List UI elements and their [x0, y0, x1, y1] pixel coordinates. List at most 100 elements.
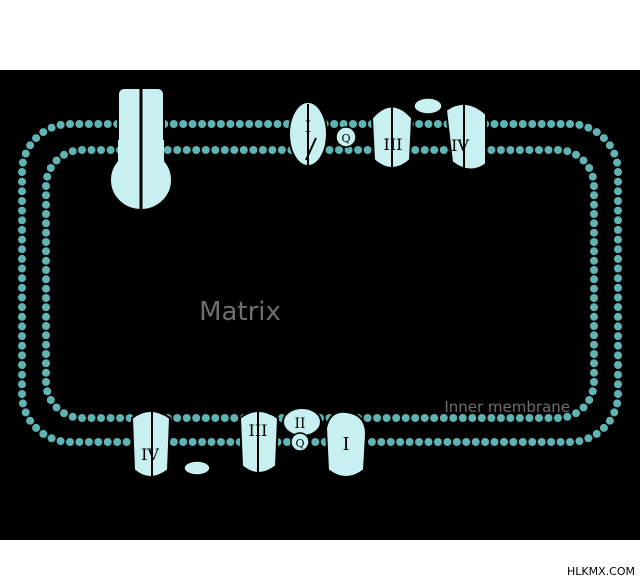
membrane-bead — [547, 120, 556, 128]
membrane-bead — [525, 414, 534, 422]
membrane-bead — [462, 438, 471, 446]
membrane-bead — [39, 429, 48, 438]
membrane-bead — [458, 414, 467, 422]
membrane-bead — [169, 120, 178, 128]
membrane-bead — [585, 164, 594, 172]
membrane-bead — [584, 123, 593, 132]
membrane-bead — [211, 146, 220, 154]
membrane-bead — [614, 206, 622, 215]
membrane-bead — [590, 182, 598, 190]
membrane-bead — [75, 120, 84, 128]
membrane-bead — [339, 120, 348, 128]
membrane-bead — [18, 332, 26, 341]
bottom-complex-iii-label: III — [249, 421, 268, 440]
membrane-bead — [211, 414, 220, 422]
membrane-bead — [239, 146, 248, 154]
membrane-bead — [60, 409, 68, 418]
membrane-bead — [75, 438, 84, 446]
membrane-bead — [590, 294, 598, 302]
membrane-bead — [42, 247, 50, 256]
membrane-bead — [42, 266, 50, 274]
membrane-bead — [18, 341, 26, 350]
membrane-bead — [245, 120, 254, 128]
membrane-bead — [42, 275, 50, 284]
membrane-bead — [103, 438, 112, 446]
membrane-bead — [335, 146, 343, 154]
membrane-bead — [468, 414, 477, 422]
membrane-bead — [52, 156, 61, 165]
membrane-bead — [103, 120, 112, 128]
membrane-bead — [424, 120, 433, 128]
membrane-bead — [84, 120, 93, 128]
membrane-bead — [18, 351, 26, 360]
membrane-bead — [614, 293, 622, 302]
membrane-bead — [575, 437, 584, 446]
membrane-bead — [268, 146, 277, 154]
membrane-bead — [18, 245, 26, 254]
membrane-bead — [26, 141, 35, 150]
membrane-bead — [614, 235, 622, 244]
membrane-bead — [43, 172, 52, 181]
membrane-bead — [116, 414, 125, 422]
membrane-bead — [39, 128, 48, 137]
membrane-bead — [614, 225, 622, 234]
membrane-bead — [42, 256, 50, 265]
membrane-bead — [490, 438, 499, 446]
membrane-bead — [614, 187, 622, 196]
membrane-bead — [42, 322, 50, 330]
membrane-bead — [179, 120, 188, 128]
membrane-bead — [590, 275, 598, 284]
membrane-bead — [198, 120, 207, 128]
membrane-bead — [42, 331, 50, 340]
membrane-bead — [590, 322, 598, 330]
membrane-bead — [32, 423, 41, 432]
membrane-bead — [358, 120, 367, 128]
membrane-bead — [556, 120, 565, 128]
membrane-bead — [590, 359, 598, 368]
membrane-bead — [547, 438, 556, 446]
membrane-bead — [610, 149, 619, 158]
membrane-bead — [614, 370, 622, 379]
membrane-bead — [420, 146, 429, 154]
membrane-bead — [264, 120, 273, 128]
top-complex-i: I — [288, 101, 328, 167]
membrane-bead — [585, 396, 594, 404]
membrane-bead — [614, 197, 622, 205]
membrane-bead — [18, 197, 26, 205]
inner-membrane — [18, 120, 622, 446]
membrane-bead — [614, 322, 622, 331]
membrane-bead — [18, 390, 26, 398]
membrane-bead — [42, 294, 50, 302]
membrane-bead — [42, 191, 50, 200]
membrane-bead — [556, 438, 565, 446]
membrane-bead — [590, 284, 598, 293]
membrane-bead — [78, 146, 86, 154]
membrane-bead — [349, 120, 357, 128]
membrane-bead — [201, 414, 210, 422]
membrane-bead — [42, 200, 50, 209]
membrane-bead — [173, 414, 182, 422]
membrane-bead — [584, 434, 593, 443]
membrane-bead — [42, 368, 50, 377]
membrane-bead — [477, 414, 486, 422]
membrane-bead — [216, 438, 225, 446]
membrane-bead — [84, 438, 93, 446]
membrane-bead — [471, 438, 480, 446]
membrane-bead — [169, 438, 178, 446]
membrane-bead — [411, 146, 420, 154]
membrane-bead — [528, 120, 537, 128]
membrane-bead — [614, 361, 622, 369]
membrane-bead — [226, 120, 235, 128]
membrane-bead — [42, 359, 50, 368]
membrane-bead — [226, 438, 235, 446]
membrane-bead — [18, 216, 26, 225]
background-notch-top — [490, 70, 640, 82]
membrane-bead — [554, 146, 562, 154]
membrane-bead — [614, 254, 622, 263]
membrane-bead — [249, 146, 258, 154]
top-complex-iii-label: III — [384, 135, 403, 154]
top-complex-i-label: I — [305, 117, 311, 136]
membrane-bead — [42, 378, 50, 386]
membrane-bead — [415, 438, 424, 446]
